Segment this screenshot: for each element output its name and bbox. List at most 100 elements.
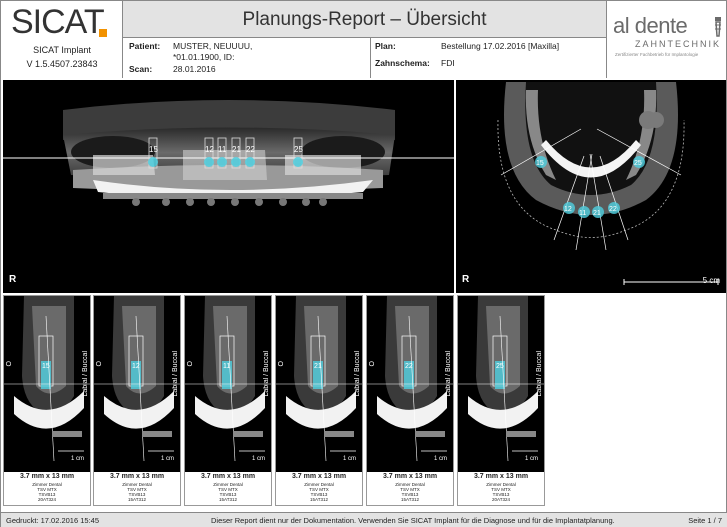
scan-label: Scan: [129,64,153,74]
partner-logo-tagline: Zertifizierter Fachbetrieb für Implantol… [615,52,699,57]
implant-article: TSVB13 [38,492,56,497]
cross-section-tooth-label: 21 [314,363,322,370]
implant-system: TSV MTX [127,487,147,492]
axial-implant-21[interactable]: 21 [589,153,607,251]
svg-text:21: 21 [593,210,601,217]
cross-section-tooth-label: 25 [496,363,504,370]
panoramic-implants: 15 12 11 21 22 25 [148,137,303,169]
panorama-implant-22[interactable]: 22 [245,137,255,169]
side-label-oral: O [369,361,376,367]
panorama-implant-15[interactable]: 15 [148,137,158,169]
patient-label: Patient: [129,41,161,51]
patient-value-1: MUSTER, NEUUUU, [173,41,253,51]
cross-section-tooth-label: 12 [132,363,140,370]
implant-system: TSV MTX [309,487,329,492]
cross-section-22[interactable]: 22 O Labial / Buccal 1 cm 3.7 mm x 13 mm… [366,295,454,506]
cross-section-image: 15 [4,296,90,472]
svg-text:22: 22 [246,145,255,154]
cross-section-scale: 1 cm [251,456,265,462]
svg-text:25: 25 [294,145,303,154]
cross-section-image: 21 [276,296,362,472]
panorama-implant-21[interactable]: 21 [231,137,241,169]
svg-text:11: 11 [218,145,227,154]
scheme-label: Zahnschema: [375,58,430,68]
meta-divider [370,38,371,78]
product-version: V 1.5.4507.23843 [26,59,98,69]
cross-section-tooth-label: 15 [42,363,50,370]
cross-section-image: 25 [458,296,544,472]
side-label-labial: Labial / Buccal [354,351,361,397]
side-label-oral: O [6,361,13,367]
axial-implant-22[interactable]: 22 [599,155,629,241]
implant-system: TSV MTX [491,487,511,492]
cross-section-tooth-label: 22 [405,363,413,370]
cross-section-image: 11 [185,296,271,472]
cross-section-21[interactable]: 21 O Labial / Buccal 1 cm 3.7 mm x 13 mm… [275,295,363,506]
partner-logo-name: al dente [613,13,688,38]
cross-section-tooth-label: 11 [223,363,230,370]
implant-manufacturer: Zimmer Dental [122,482,152,487]
implant-system: TSV MTX [218,487,238,492]
axial-implant-12[interactable]: 12 [553,155,585,241]
sicat-logo: SICAT [11,3,105,41]
implant-article: TSVB13 [128,492,146,497]
implant-system: TSV MTX [37,487,57,492]
report-title: Planungs-Report – Übersicht [123,1,606,38]
cross-section-image: 12 [94,296,180,472]
svg-text:15: 15 [149,145,158,154]
cross-section-25[interactable]: 25 Labial / Buccal 1 cm 3.7 mm x 13 mm Z… [457,295,545,506]
cross-section-12[interactable]: 12 O Labial / Buccal 1 cm 3.7 mm x 13 mm… [93,295,181,506]
cross-section-11[interactable]: 11 O Labial / Buccal 1 cm 3.7 mm x 13 mm… [184,295,272,506]
panoramic-view[interactable]: 15 12 11 21 22 25 R [3,80,454,293]
cross-section-scale: 1 cm [524,456,538,462]
implant-manufacturer: Zimmer Dental [213,482,243,487]
panorama-implant-25[interactable]: 25 [293,137,303,169]
implant-dimensions: 3.7 mm x 13 mm [291,473,347,480]
axial-implant-11[interactable]: 11 [575,153,593,251]
axial-implant-25[interactable]: 25 [596,128,682,176]
implant-dimensions: 3.7 mm x 13 mm [19,473,75,480]
implant-article: TSVB13 [219,492,237,497]
product-name: SICAT Implant [33,45,91,55]
axial-scale-label: 5 cm [702,276,720,285]
svg-text:22: 22 [609,206,617,213]
svg-text:25: 25 [634,160,642,167]
cross-section-scale: 1 cm [433,456,447,462]
implant-dimensions: 3.7 mm x 13 mm [109,473,165,480]
axial-orientation-r: R [462,274,470,285]
implant-manufacturer: Zimmer Dental [395,482,425,487]
implant-article: TSVB13 [310,492,328,497]
implant-dimensions: 3.7 mm x 13 mm [382,473,438,480]
panorama-orientation-r: R [9,274,17,285]
implant-code: 15AT312 [401,497,419,502]
implant-manufacturer: Zimmer Dental [32,482,62,487]
axial-scan-image [497,82,719,285]
page-number: Seite 1 / 7 [688,516,722,525]
implant-manufacturer: Zimmer Dental [486,482,516,487]
cross-section-scale: 1 cm [70,456,84,462]
implant-code: 15AT312 [128,497,146,502]
implant-article: TSVB13 [401,492,419,497]
svg-text:12: 12 [205,145,214,154]
brand-block: SICAT SICAT Implant V 1.5.4507.23843 [1,1,123,78]
side-label-oral: O [278,361,285,367]
partner-logo: al dente ZAHNTECHNIK Zertifizierter Fach… [606,1,727,78]
partner-logo-sub: ZAHNTECHNIK [635,39,722,49]
svg-text:21: 21 [232,145,241,154]
implant-manufacturer: Zimmer Dental [304,482,334,487]
printed-date: Gedruckt: 17.02.2016 15:45 [6,516,99,525]
panorama-implant-12[interactable]: 12 [204,137,214,169]
side-label-labial: Labial / Buccal [263,351,270,397]
panorama-implant-11[interactable]: 11 [217,137,227,169]
sicat-logo-dot-icon [99,29,107,37]
svg-text:11: 11 [579,210,586,217]
cross-section-image: 22 [367,296,453,472]
implant-dimensions: 3.7 mm x 13 mm [200,473,256,480]
implant-dimensions: 3.7 mm x 13 mm [473,473,529,480]
plan-label: Plan: [375,41,396,51]
axial-implant-15[interactable]: 15 [500,128,582,176]
cross-section-15[interactable]: 15 O Labial / Buccal 1 cm 3.7 mm x 13 mm… [3,295,91,506]
cross-section-scale: 1 cm [342,456,356,462]
